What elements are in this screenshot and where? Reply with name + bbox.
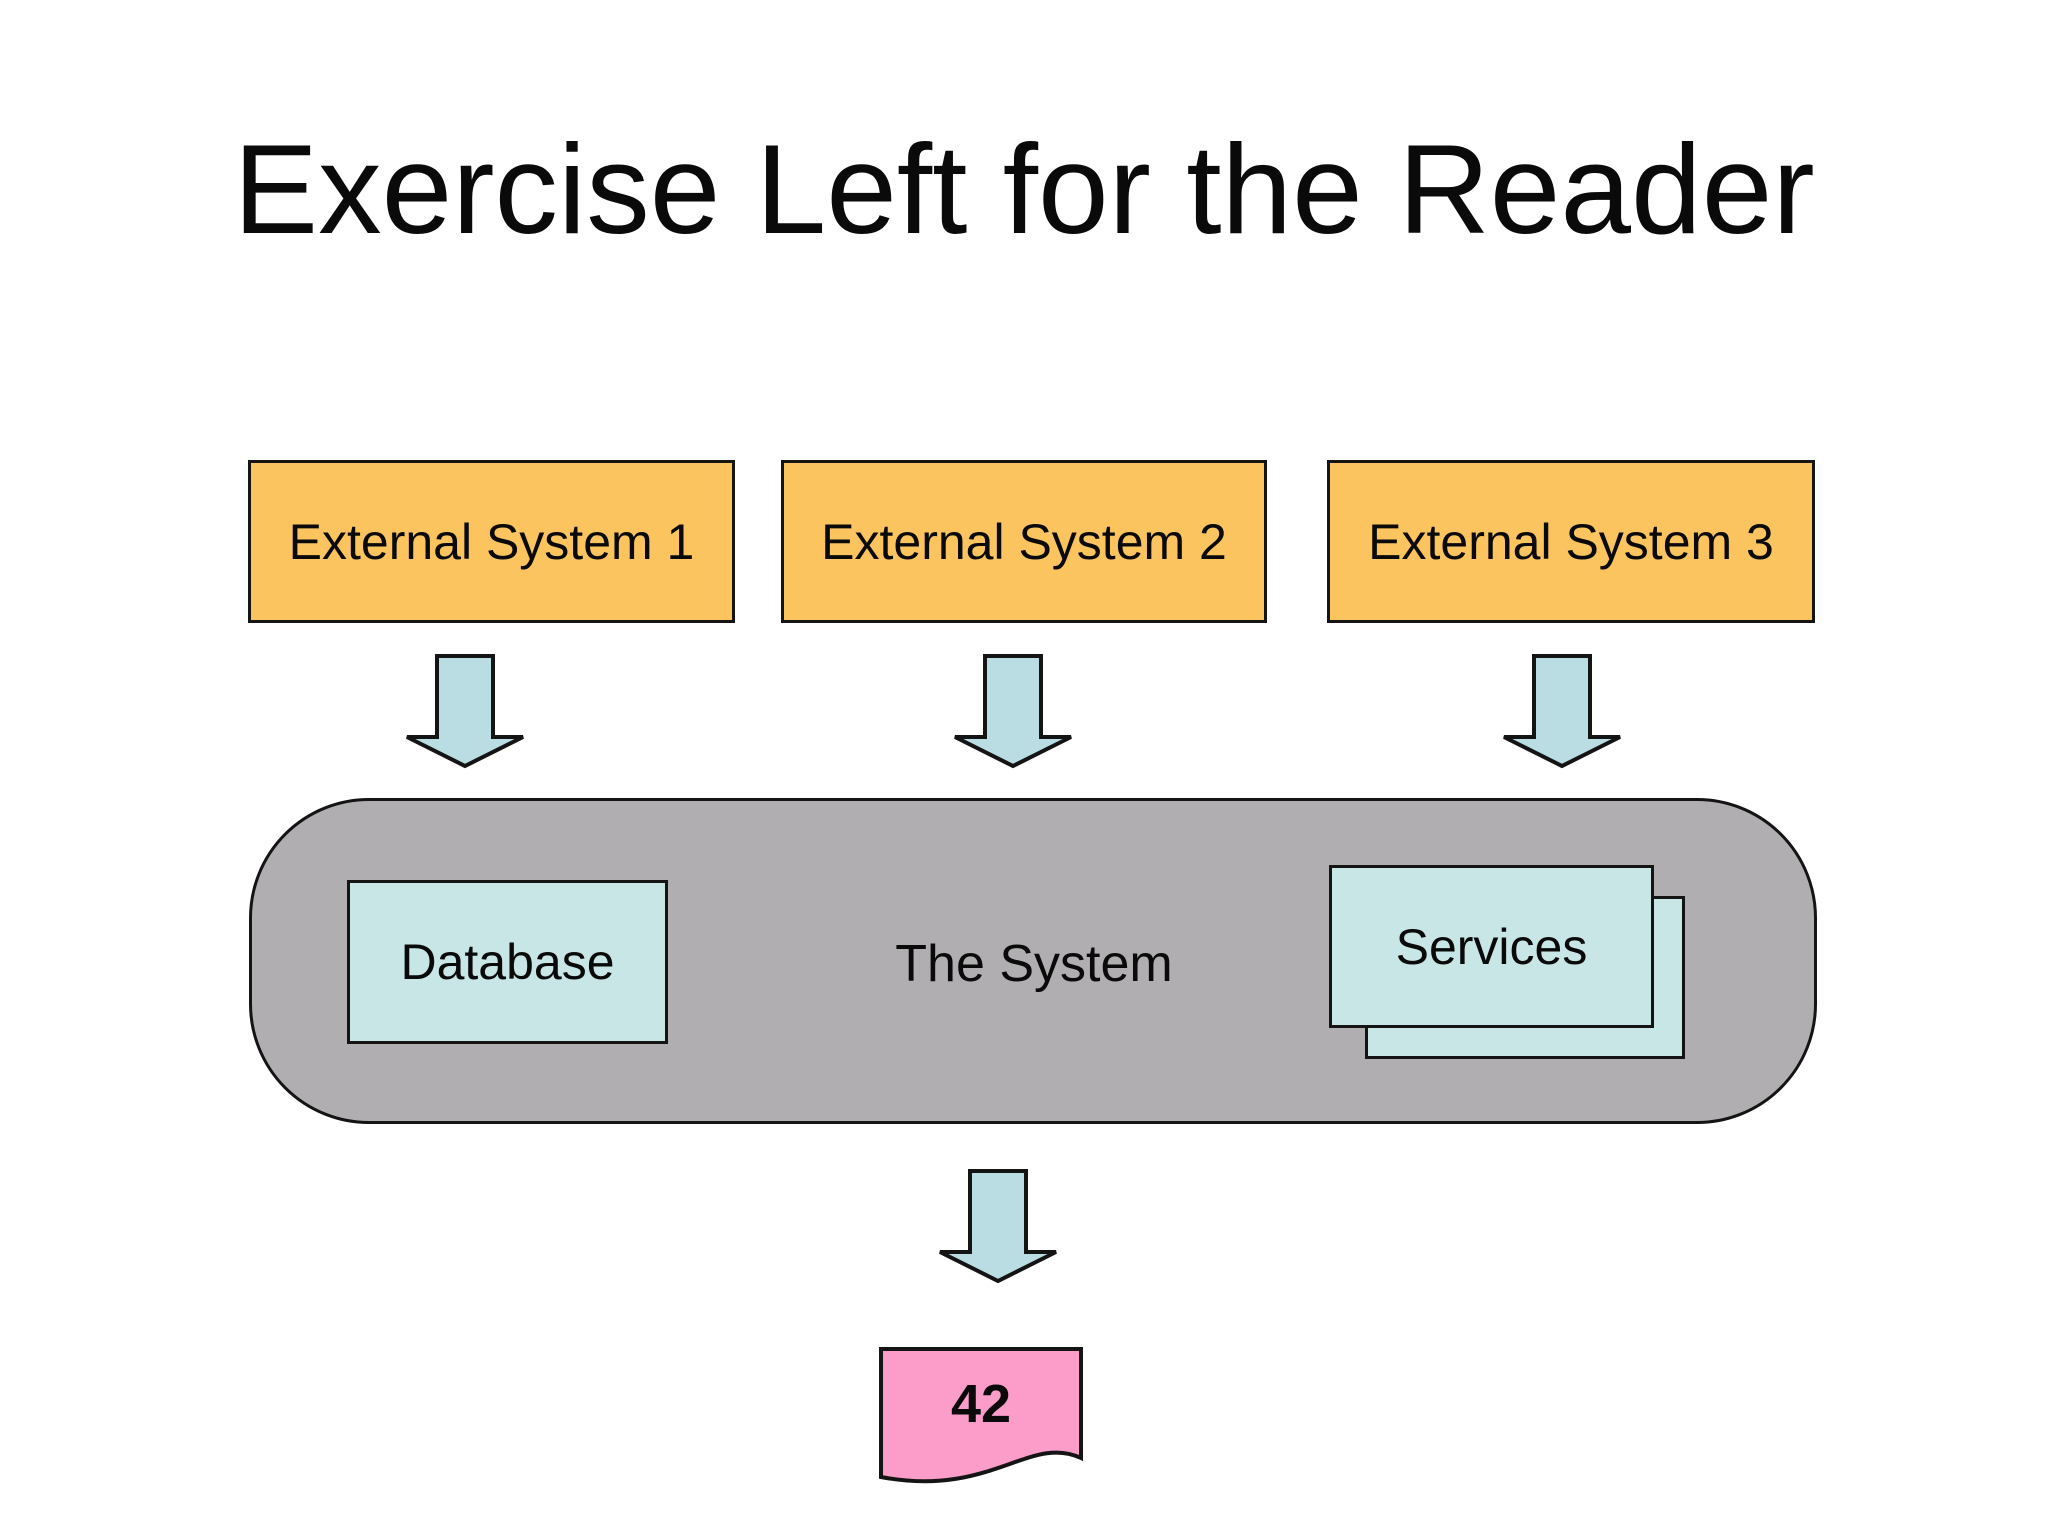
slide-title: Exercise Left for the Reader	[233, 118, 1815, 260]
services-box: Services	[1329, 865, 1654, 1028]
output-document-label: 42	[950, 1374, 1012, 1434]
down-arrow-icon	[954, 654, 1072, 769]
down-arrow-icon	[1503, 654, 1621, 769]
services-label: Services	[1395, 918, 1588, 975]
external-system-3-label: External System 3	[1368, 513, 1774, 570]
output-document-shape	[879, 1347, 1083, 1484]
external-system-3-box: External System 3	[1327, 460, 1815, 623]
external-system-1-box: External System 1	[248, 460, 735, 623]
database-label: Database	[400, 934, 615, 990]
down-arrow-icon	[939, 1169, 1057, 1284]
external-system-2-label: External System 2	[821, 513, 1227, 570]
external-system-1-label: External System 1	[288, 513, 695, 570]
system-label: The System	[895, 935, 1173, 993]
down-arrow-icon	[406, 654, 524, 769]
external-system-2-box: External System 2	[781, 460, 1267, 623]
database-box: Database	[347, 880, 668, 1044]
